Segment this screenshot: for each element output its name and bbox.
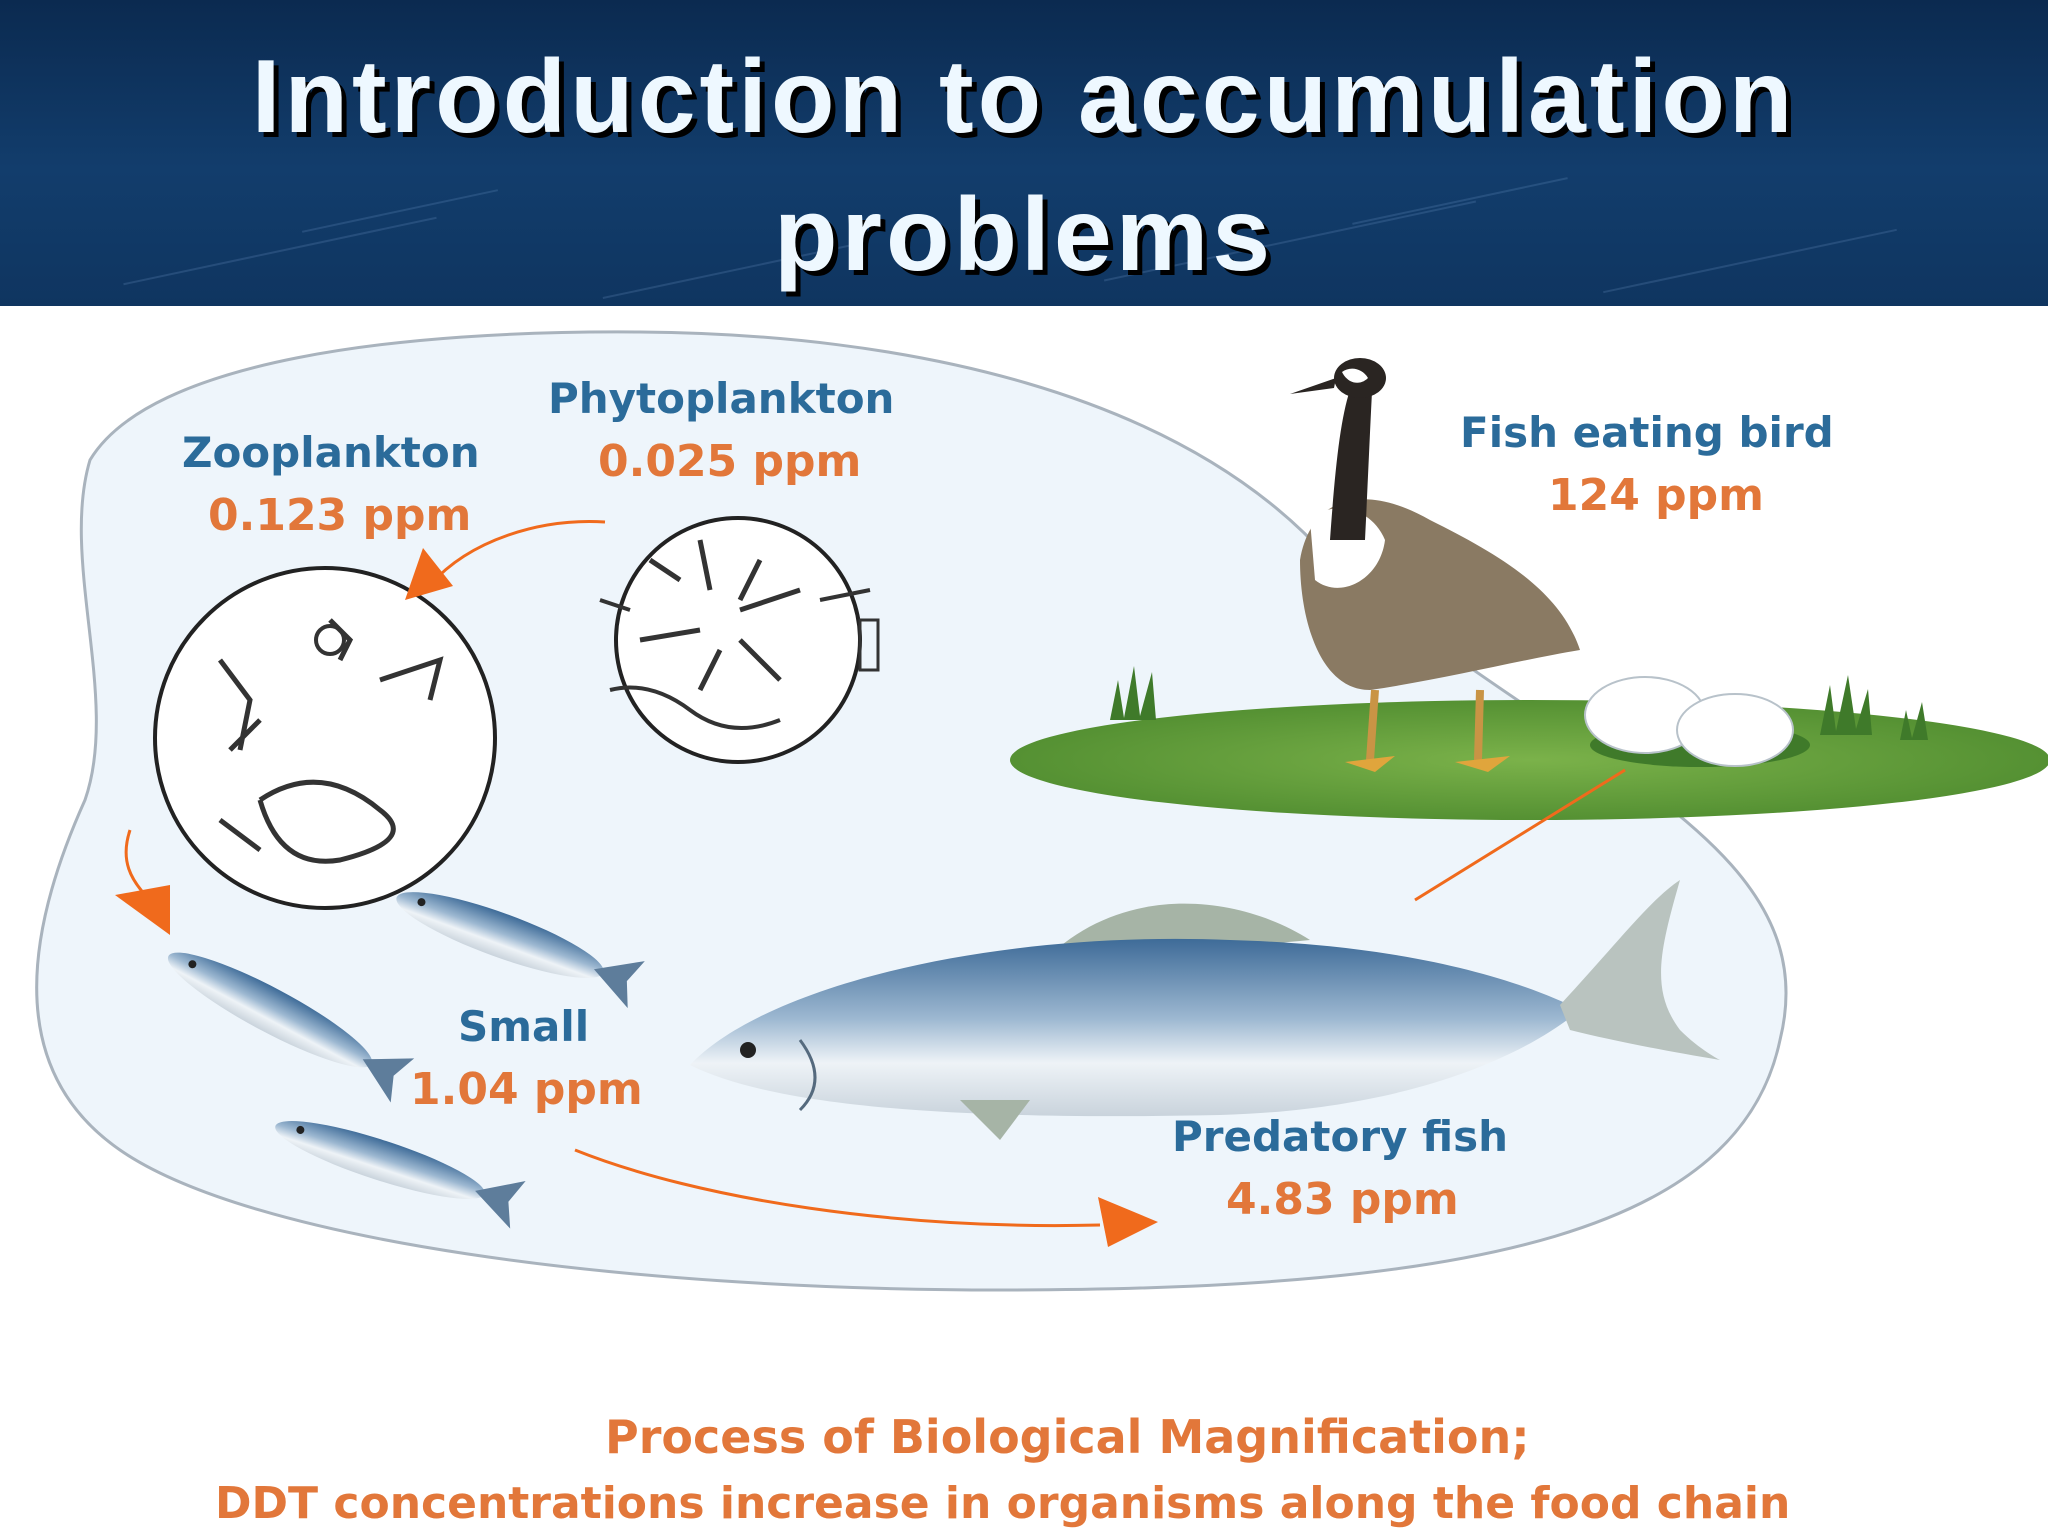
arrow-phyto-to-zoo (428, 520, 606, 586)
value-fish-eating-bird: 124 ppm (1548, 470, 1765, 521)
title-bar: Introduction to accumulation problems (0, 0, 2048, 306)
label-predatory-fish: Predatory fish (1172, 1112, 1509, 1161)
small-fish-group (167, 892, 645, 1229)
label-small-fish: Small (458, 1002, 590, 1051)
phytoplankton-illustration (599, 516, 880, 764)
caption-line-2: DDT concentrations increase in organisms… (215, 1478, 1791, 1529)
food-chain-diagram (35, 330, 2048, 1292)
bird-eggs (1584, 676, 1810, 767)
arrow-small-to-predatory (574, 1148, 1101, 1228)
zooplankton-illustration (153, 566, 497, 910)
arrow-predatory-to-bird (1414, 768, 1626, 902)
food-chain-arrows (115, 520, 1626, 1247)
label-fish-eating-bird: Fish eating bird (1460, 408, 1834, 457)
label-phytoplankton: Phytoplankton (548, 374, 895, 423)
value-small-fish: 1.04 ppm (410, 1064, 643, 1115)
value-phytoplankton: 0.025 ppm (598, 436, 862, 487)
value-zooplankton: 0.123 ppm (208, 490, 472, 541)
predatory-fish (690, 880, 1720, 1140)
fish-eating-bird (1290, 358, 1580, 772)
value-predatory-fish: 4.83 ppm (1226, 1174, 1459, 1225)
slide-title: Introduction to accumulation problems (251, 39, 1797, 293)
caption-line-1: Process of Biological Magnification; (605, 1410, 1530, 1464)
label-zooplankton: Zooplankton (182, 428, 480, 477)
